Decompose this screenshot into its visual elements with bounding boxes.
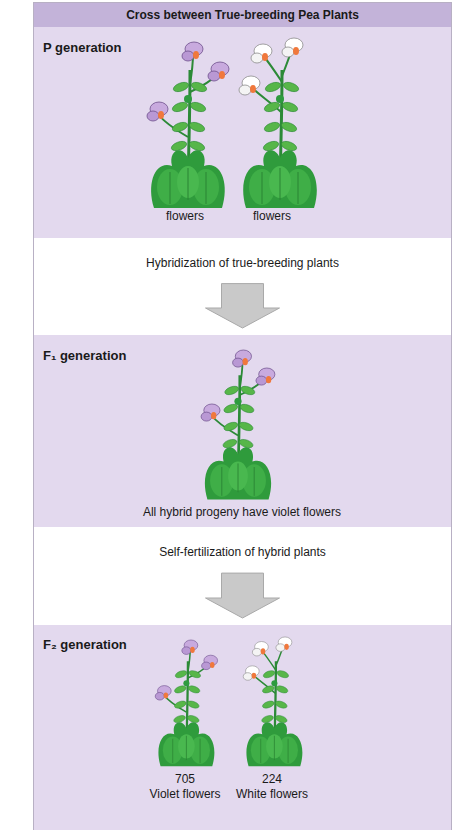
generation-panel: F₂ generation 705Violet flowers224White f… bbox=[34, 625, 451, 830]
plant-caption: 224 bbox=[222, 772, 322, 787]
plant-caption: White flowers bbox=[242, 194, 302, 224]
white-plant bbox=[239, 38, 317, 208]
generation-heading: F₁ generation bbox=[43, 348, 126, 363]
generation-panel: F₁ generationAll hybrid progeny have vio… bbox=[34, 335, 451, 527]
violet-plant bbox=[201, 350, 275, 499]
plant-caption: All hybrid progeny have violet flowers bbox=[42, 505, 442, 520]
violet-plant bbox=[155, 640, 217, 766]
diagram-title: Cross between True-breeding Pea Plants bbox=[34, 8, 451, 23]
white-plant bbox=[243, 637, 302, 766]
generation-heading: F₂ generation bbox=[43, 637, 127, 652]
step-label: Self-fertilization of hybrid plants bbox=[43, 545, 443, 560]
block-arrow bbox=[206, 284, 280, 328]
generation-heading: P generation bbox=[43, 40, 122, 55]
plant-caption: Violet flowers bbox=[155, 194, 215, 224]
block-arrow bbox=[206, 573, 280, 618]
violet-plant bbox=[147, 42, 229, 208]
step-label: Hybridization of true-breeding plants bbox=[43, 256, 443, 271]
plant-caption: White flowers bbox=[222, 787, 322, 802]
plant-caption: 705 bbox=[135, 772, 235, 787]
generation-panel: P generationViolet flowers White flowers bbox=[34, 27, 451, 238]
plant-caption: Violet flowers bbox=[135, 787, 235, 802]
title-bar: Cross between True-breeding Pea Plants bbox=[34, 3, 451, 27]
